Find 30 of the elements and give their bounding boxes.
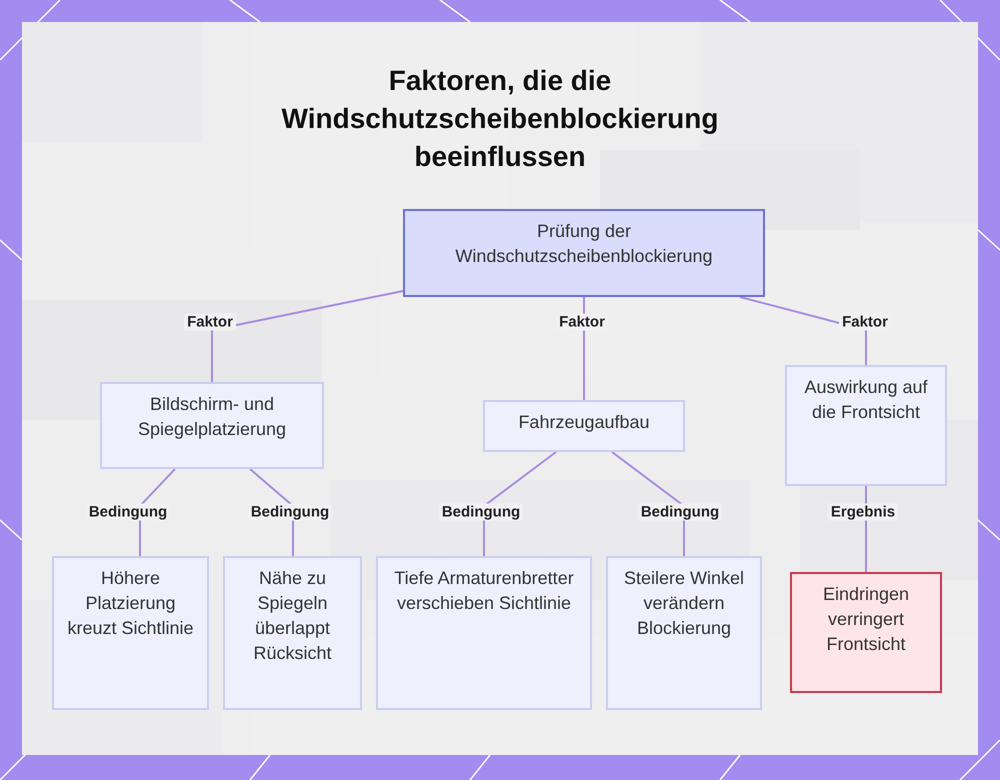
edge-label: Faktor — [184, 314, 236, 330]
edge-label: Bedingung — [86, 504, 170, 520]
edge-label: Bedingung — [638, 504, 722, 520]
process-box — [606, 556, 762, 710]
process-box — [376, 556, 592, 710]
connector-line — [483, 451, 557, 556]
edge-label: Faktor — [839, 314, 891, 330]
connector-line — [611, 451, 685, 556]
process-box — [223, 556, 362, 710]
edge-label: Bedingung — [248, 504, 332, 520]
edge-label: Ergebnis — [828, 504, 898, 520]
result-box — [790, 572, 942, 693]
node-label: Bildschirm- und Spiegelplatzierung — [136, 393, 288, 441]
connector-line — [211, 290, 404, 382]
node-label: Fahrzeugaufbau — [518, 411, 650, 434]
diagram-title: Faktoren, die die Windschutzscheibenblockierung beeinflussen — [280, 64, 720, 174]
process-box — [403, 209, 765, 297]
edge-label: Faktor — [556, 314, 608, 330]
node-label: Steilere Winkel verändern Blockierung — [622, 567, 746, 640]
process-box — [483, 400, 685, 452]
node-label: Nähe zu Spiegeln überlappt Rücksicht — [252, 567, 333, 665]
node-label: Höhere Platzierung kreuzt Sichtlinie — [66, 567, 195, 640]
node-label: Tiefe Armaturenbretter verschieben Sichtlinie — [393, 567, 575, 615]
node-label: Eindringen verringert Frontsicht — [822, 583, 910, 656]
process-box — [100, 382, 324, 469]
node-label: Auswirkung auf die Frontsicht — [803, 376, 929, 424]
edge-label: Bedingung — [438, 504, 524, 520]
node-label: Prüfung der Windschutzscheibenblockierung — [454, 220, 714, 268]
process-box — [52, 556, 209, 710]
process-box — [785, 365, 947, 486]
